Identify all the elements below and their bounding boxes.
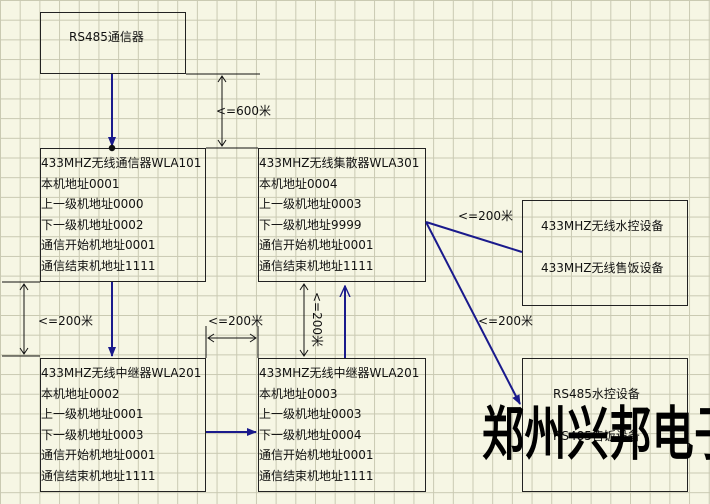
- wla301-line: 通信结束机地址1111: [259, 258, 374, 273]
- wireless-meal-sale-label: 433MHZ无线售饭设备: [541, 261, 664, 275]
- wla101-line: 上一级机地址0000: [41, 197, 144, 211]
- wla201-left-line: 本机地址0002: [41, 386, 120, 401]
- wla101-line: 通信开始机地址0001: [41, 238, 156, 252]
- rs485-devices-box: RS485水控设备 RS485售饭设备: [522, 358, 688, 492]
- dim-mid-h-tick-right: [249, 333, 257, 343]
- link-wla301-to-rs485-devices: [425, 221, 521, 405]
- wla301-line: 上一级机地址0003: [259, 197, 362, 211]
- dim-mid-h-tick-left: [207, 333, 215, 343]
- wla301-line: 下一级机地址9999: [259, 217, 362, 232]
- wla101-line: 本机地址0001: [41, 176, 120, 191]
- rs485-communicator-label: RS485通信器: [69, 30, 144, 44]
- rs485-water-control-label: RS485水控设备: [553, 387, 640, 401]
- wla201-left-line: 上一级机地址0001: [41, 407, 144, 421]
- link-wla301-to-wireless-devices: [425, 221, 523, 253]
- wla201-left-line: 通信结束机地址1111: [41, 468, 156, 483]
- wla201-left-box: 433MHZ无线中继器WLA201 本机地址0002 上一级机地址0001 下一…: [40, 358, 206, 492]
- rs485-communicator-box: RS485通信器: [40, 12, 186, 74]
- wla201-right-line: 通信开始机地址0001: [259, 448, 374, 462]
- dim-left-vertical-label: <=200米: [38, 314, 94, 328]
- wla101-line: 通信结束机地址1111: [41, 258, 156, 273]
- wla201-left-title: 433MHZ无线中继器WLA201: [41, 366, 202, 380]
- dim-mid-v-tick-lower: [299, 349, 309, 357]
- wla301-line: 本机地址0004: [259, 176, 338, 191]
- dim-left-tick-lower: [19, 347, 29, 355]
- dim-mid-v-tick-upper: [299, 283, 309, 291]
- wireless-devices-box: 433MHZ无线水控设备 433MHZ无线售饭设备: [522, 200, 688, 306]
- wla201-right-line: 上一级机地址0003: [259, 407, 362, 421]
- dim-middle-vertical-label: <=200米: [310, 292, 324, 348]
- wla301-line: 通信开始机地址0001: [259, 238, 374, 252]
- dim-top-tick-upper: [217, 75, 227, 83]
- dim-top-tick-lower: [217, 139, 227, 147]
- dim-right-upper-label: <=200米: [458, 209, 514, 223]
- wla301-box: 433MHZ无线集散器WLA301 本机地址0004 上一级机地址0003 下一…: [258, 148, 426, 282]
- wla201-right-line: 本机地址0003: [259, 386, 338, 401]
- wla201-left-line: 下一级机地址0003: [41, 427, 144, 442]
- wla201-right-title: 433MHZ无线中继器WLA201: [259, 366, 420, 380]
- dim-left-tick-upper: [19, 283, 29, 291]
- wla201-right-line: 通信结束机地址1111: [259, 468, 374, 483]
- wireless-water-control-label: 433MHZ无线水控设备: [541, 219, 664, 233]
- wla201-right-line: 下一级机地址0004: [259, 427, 362, 442]
- wla201-right-box: 433MHZ无线中继器WLA201 本机地址0003 上一级机地址0003 下一…: [258, 358, 426, 492]
- wla301-title: 433MHZ无线集散器WLA301: [259, 156, 420, 170]
- wla101-box: 433MHZ无线通信器WLA101 本机地址0001 上一级机地址0000 下一…: [40, 148, 206, 282]
- wla101-line: 下一级机地址0002: [41, 217, 144, 232]
- wla201-left-line: 通信开始机地址0001: [41, 448, 156, 462]
- rs485-meal-sale-label: RS485售饭设备: [553, 429, 640, 443]
- dim-top-label: <=600米: [216, 104, 272, 118]
- wla101-title: 433MHZ无线通信器WLA101: [41, 156, 202, 170]
- link-joint-dot: [108, 144, 116, 152]
- dim-middle-horizontal-label: <=200米: [208, 314, 264, 328]
- watermark-text: 郑州兴邦电子: [482, 400, 710, 468]
- dim-right-lower-label: <=200米: [478, 314, 534, 328]
